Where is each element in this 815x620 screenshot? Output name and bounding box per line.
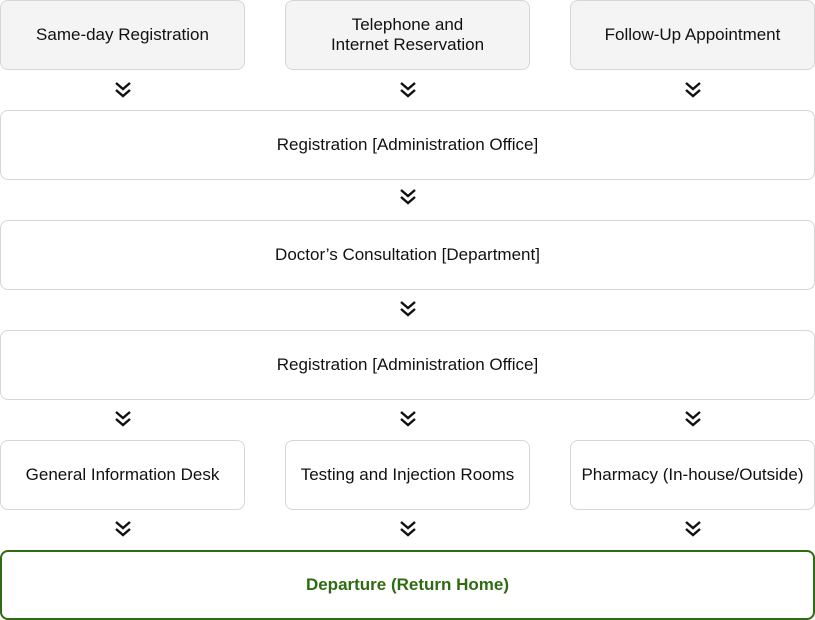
- double-chevron-down-icon: [399, 520, 417, 538]
- double-chevron-down-icon: [399, 81, 417, 99]
- destination-label: Pharmacy (In-house/Outside): [581, 465, 804, 484]
- destination-general-information-desk: General Information Desk: [0, 440, 245, 510]
- destination-label: General Information Desk: [25, 465, 220, 484]
- double-chevron-down-icon: [399, 410, 417, 428]
- double-chevron-down-icon: [114, 81, 132, 99]
- final-departure: Departure (Return Home): [0, 550, 815, 620]
- double-chevron-down-icon: [399, 188, 417, 206]
- double-chevron-down-icon: [684, 520, 702, 538]
- destination-pharmacy: Pharmacy (In-house/Outside): [570, 440, 815, 510]
- entry-label: Telephone and Internet Reservation: [330, 15, 485, 54]
- entry-label: Same-day Registration: [36, 25, 209, 44]
- final-label: Departure (Return Home): [305, 575, 510, 594]
- destination-testing-injection-rooms: Testing and Injection Rooms: [285, 440, 530, 510]
- double-chevron-down-icon: [684, 81, 702, 99]
- double-chevron-down-icon: [399, 300, 417, 318]
- step-label: Registration [Administration Office]: [276, 135, 539, 154]
- step-label: Registration [Administration Office]: [276, 355, 539, 374]
- step-label: Doctor’s Consultation [Department]: [275, 245, 540, 264]
- step-registration-administration-office-2: Registration [Administration Office]: [0, 330, 815, 400]
- double-chevron-down-icon: [114, 410, 132, 428]
- destination-label: Testing and Injection Rooms: [300, 465, 515, 484]
- double-chevron-down-icon: [114, 520, 132, 538]
- entry-label: Follow-Up Appointment: [604, 25, 781, 44]
- step-registration-administration-office: Registration [Administration Office]: [0, 110, 815, 180]
- entry-telephone-internet-reservation: Telephone and Internet Reservation: [285, 0, 530, 70]
- double-chevron-down-icon: [684, 410, 702, 428]
- entry-follow-up-appointment: Follow-Up Appointment: [570, 0, 815, 70]
- entry-same-day-registration: Same-day Registration: [0, 0, 245, 70]
- step-doctors-consultation: Doctor’s Consultation [Department]: [0, 220, 815, 290]
